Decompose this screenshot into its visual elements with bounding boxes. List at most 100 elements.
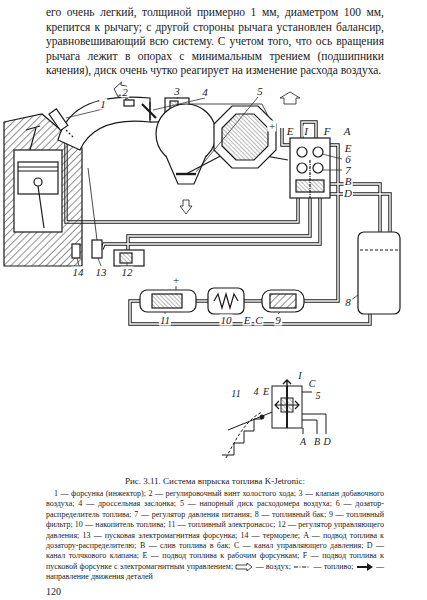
callout-number: 11 [159, 315, 171, 326]
callout-number: 10 [220, 315, 233, 326]
legend-item: — воздух; [233, 562, 291, 571]
callout-number: 6 [344, 154, 352, 165]
legend-text: — топливо; [313, 562, 353, 571]
drawing-stroke [313, 147, 323, 157]
fuel-line [196, 299, 208, 302]
drawing-stroke [309, 160, 310, 198]
callout-number: 4 [253, 387, 260, 397]
callout-number: E [262, 387, 270, 397]
drawing-stroke [283, 380, 291, 392]
fuel-line [244, 299, 262, 302]
legend-sample [293, 563, 311, 571]
control-pressure-regulator [114, 250, 144, 266]
callout-number: A [343, 126, 352, 137]
injector [49, 109, 68, 131]
drawing-stroke [302, 392, 312, 393]
drawing-stroke [176, 286, 177, 290]
callout-number: D [322, 437, 331, 447]
drawing-stroke [26, 126, 40, 130]
inset-motion-arrows [275, 401, 299, 409]
legend-item: — топливо; [291, 562, 354, 571]
main-figure [4, 81, 400, 314]
drawing-stroke [152, 294, 182, 308]
callout-number: D [343, 188, 353, 199]
drawing-stroke [260, 415, 264, 419]
legend-text: — воздух; [256, 562, 291, 571]
callout-number: E [286, 126, 295, 137]
air-arrow [280, 92, 300, 104]
inset-distributor [272, 386, 302, 428]
drawing-stroke [196, 97, 258, 172]
callout-number: C [308, 379, 317, 389]
drawing-stroke [214, 294, 238, 308]
thermo-time-switch [72, 244, 80, 258]
fuel-line-core [244, 300, 262, 301]
idle-screw [124, 100, 134, 106]
callout-number: 13 [95, 267, 108, 278]
drawing-stroke [313, 163, 323, 173]
drawing-stroke [127, 98, 129, 100]
callout-number: 2 [121, 87, 129, 98]
drawing-stroke [302, 414, 326, 415]
drawing-stroke [30, 128, 36, 150]
callout-number: I [297, 371, 302, 381]
callout-number: B [313, 437, 321, 447]
callout-number: 1 [99, 99, 107, 110]
drawing-stroke [303, 428, 304, 434]
drawing-stroke [222, 114, 268, 160]
drawing-stroke [322, 154, 342, 159]
drawing-stroke [322, 170, 342, 171]
callout-number: B [344, 176, 353, 187]
fuel-line-core [330, 194, 390, 232]
air-funnel [166, 156, 206, 184]
drawing-stroke [88, 168, 97, 240]
drawing-stroke [38, 186, 44, 228]
drawing-stroke [297, 163, 307, 173]
caption-body: 1 — форсунка (инжектор); 2 — регулировоч… [46, 489, 384, 583]
drawing-stroke [326, 414, 327, 434]
figure-caption: Рис. 3.11. Система впрыска топлива K-Jet… [46, 476, 384, 487]
leader-lines [66, 97, 358, 314]
callout-number: F [323, 126, 332, 137]
air-cleaner [214, 106, 276, 168]
fuel-line [302, 122, 316, 138]
drawing-stroke [351, 295, 358, 300]
drawing-stroke [177, 97, 178, 99]
fuel-line-core [128, 198, 310, 250]
fuel-line [330, 194, 390, 232]
fuel-line-core [196, 300, 208, 301]
drawing-stroke [66, 109, 103, 118]
fuel-line [128, 198, 310, 250]
drawing-stroke [153, 98, 205, 110]
callout-number: 8 [344, 297, 352, 308]
drawing-stroke [34, 178, 42, 186]
fuel-pump [140, 290, 196, 312]
body-paragraph: его очень легкий, толщиной примерно 1 мм… [46, 5, 384, 78]
callout-number: 12 [121, 267, 134, 278]
fuel-filter [262, 290, 304, 312]
cylinder-bore [14, 150, 62, 232]
air-meter-housing [156, 104, 216, 164]
legend-sample [356, 563, 374, 571]
intake-manifold [58, 97, 150, 150]
drawing-stroke [18, 170, 58, 171]
callout-number: 5 [256, 86, 264, 97]
air-arrow [180, 200, 192, 214]
callout-number: C [254, 315, 263, 326]
callout-number: 9 [274, 315, 282, 326]
drawing-stroke [297, 147, 307, 157]
callout-number: 3 [173, 86, 181, 97]
cold-start-valve [92, 240, 102, 258]
drawing-stroke [189, 104, 262, 105]
fuel-distributor [290, 138, 330, 198]
fuel-line [102, 198, 320, 249]
drawing-stroke [360, 249, 398, 250]
callout-number: 14 [72, 267, 85, 278]
fuel-tank [358, 232, 400, 314]
drawing-stroke [98, 258, 101, 266]
drawing-stroke [317, 420, 318, 434]
callout-number: 7 [344, 165, 352, 176]
drawing-stroke [120, 253, 132, 263]
callout-number: 4 [201, 87, 209, 98]
drawing-stroke [66, 130, 74, 138]
